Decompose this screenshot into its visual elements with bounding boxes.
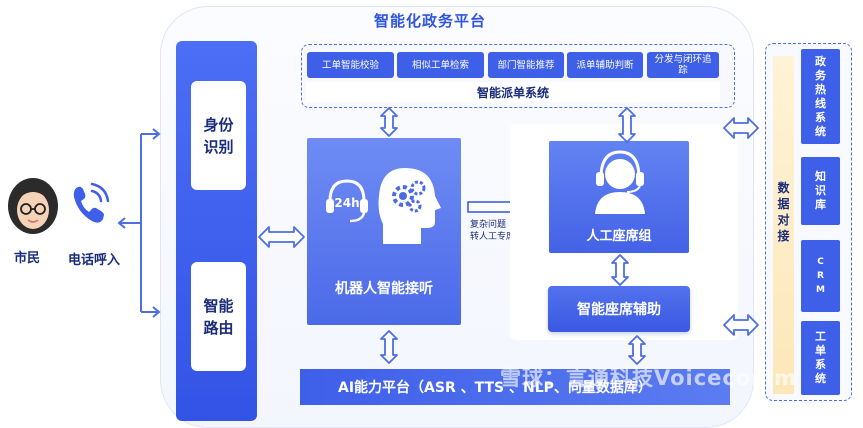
headset-24h-icon: 24h <box>326 179 368 223</box>
arrow-identity-robot <box>258 226 305 248</box>
arrow-seat-assist <box>611 254 629 286</box>
dispatch-btn-dispatch-assist[interactable]: 派单辅助判断 <box>567 52 643 78</box>
citizen-label: 市民 <box>14 251 41 266</box>
arrow-dispatch-robot <box>380 107 398 137</box>
phone-call-icon <box>73 182 110 223</box>
smart-seat-assist-card[interactable]: 智能座席辅助 <box>548 286 690 332</box>
arrow-human-data-top <box>723 117 759 139</box>
badge-24h: 24h <box>334 196 359 210</box>
system-ticket-label: 工单系统 <box>815 330 826 385</box>
human-seat-label: 人工座席组 <box>586 229 652 244</box>
arrow-human-ai <box>628 335 646 365</box>
agent-headset-person-icon <box>595 150 645 214</box>
arrow-dispatch-human <box>618 107 636 143</box>
platform-title: 智能化政务平台 <box>373 12 486 30</box>
arrow-human-data-bottom <box>723 314 759 336</box>
citizen-avatar-icon <box>8 178 58 234</box>
identity-auth-card: 身份识别 <box>191 81 246 190</box>
transfer-note-line1: 复杂问题 <box>470 220 507 230</box>
dispatch-btn-dept-recommend[interactable]: 部门智能推荐 <box>488 52 564 78</box>
dispatch-btn-similar-search[interactable]: 相似工单检索 <box>397 52 484 78</box>
dispatch-system-label: 智能派单系统 <box>306 82 720 102</box>
arrow-robot-ai <box>380 330 398 364</box>
dispatch-btn-ticket-check[interactable]: 工单智能校验 <box>307 52 394 78</box>
identity-auth-label: 身份识别 <box>203 115 234 156</box>
caller-bracket-arrows <box>117 128 161 318</box>
ai-capability-platform[interactable]: AI能力平台（ASR 、TTS 、NLP、向量数据库） <box>300 369 730 405</box>
system-crm-label: CRM <box>816 257 825 295</box>
robot-answer-label: 机器人智能接听 <box>335 281 433 297</box>
watermark-text: 雪球：言通科技Voicecomm <box>500 366 798 390</box>
data-bridge-bar <box>773 56 794 394</box>
system-hotline-card[interactable]: 政务热线系统 <box>801 49 840 144</box>
transfer-note-line2: 转人工专席 <box>470 232 516 242</box>
smart-routing-card: 智能路由 <box>191 262 246 371</box>
connector-arrows <box>258 107 759 365</box>
system-ticket-card[interactable]: 工单系统 <box>801 321 840 395</box>
system-hotline-label: 政务热线系统 <box>815 54 826 138</box>
dispatch-btn-closed-loop[interactable]: 分发与闭环追踪 <box>647 52 719 78</box>
transfer-note: 复杂问题 转人工专席 <box>470 219 540 243</box>
system-crm-card[interactable]: CRM <box>801 240 840 312</box>
system-knowledge-card[interactable]: 知识库 <box>801 157 840 225</box>
data-bridge-label: 数据对接 <box>777 181 790 243</box>
robot-head-gears-icon <box>378 168 441 244</box>
smart-routing-label: 智能路由 <box>203 296 234 337</box>
phone-in-label: 电话呼入 <box>68 253 121 268</box>
system-knowledge-label: 知识库 <box>815 170 826 211</box>
